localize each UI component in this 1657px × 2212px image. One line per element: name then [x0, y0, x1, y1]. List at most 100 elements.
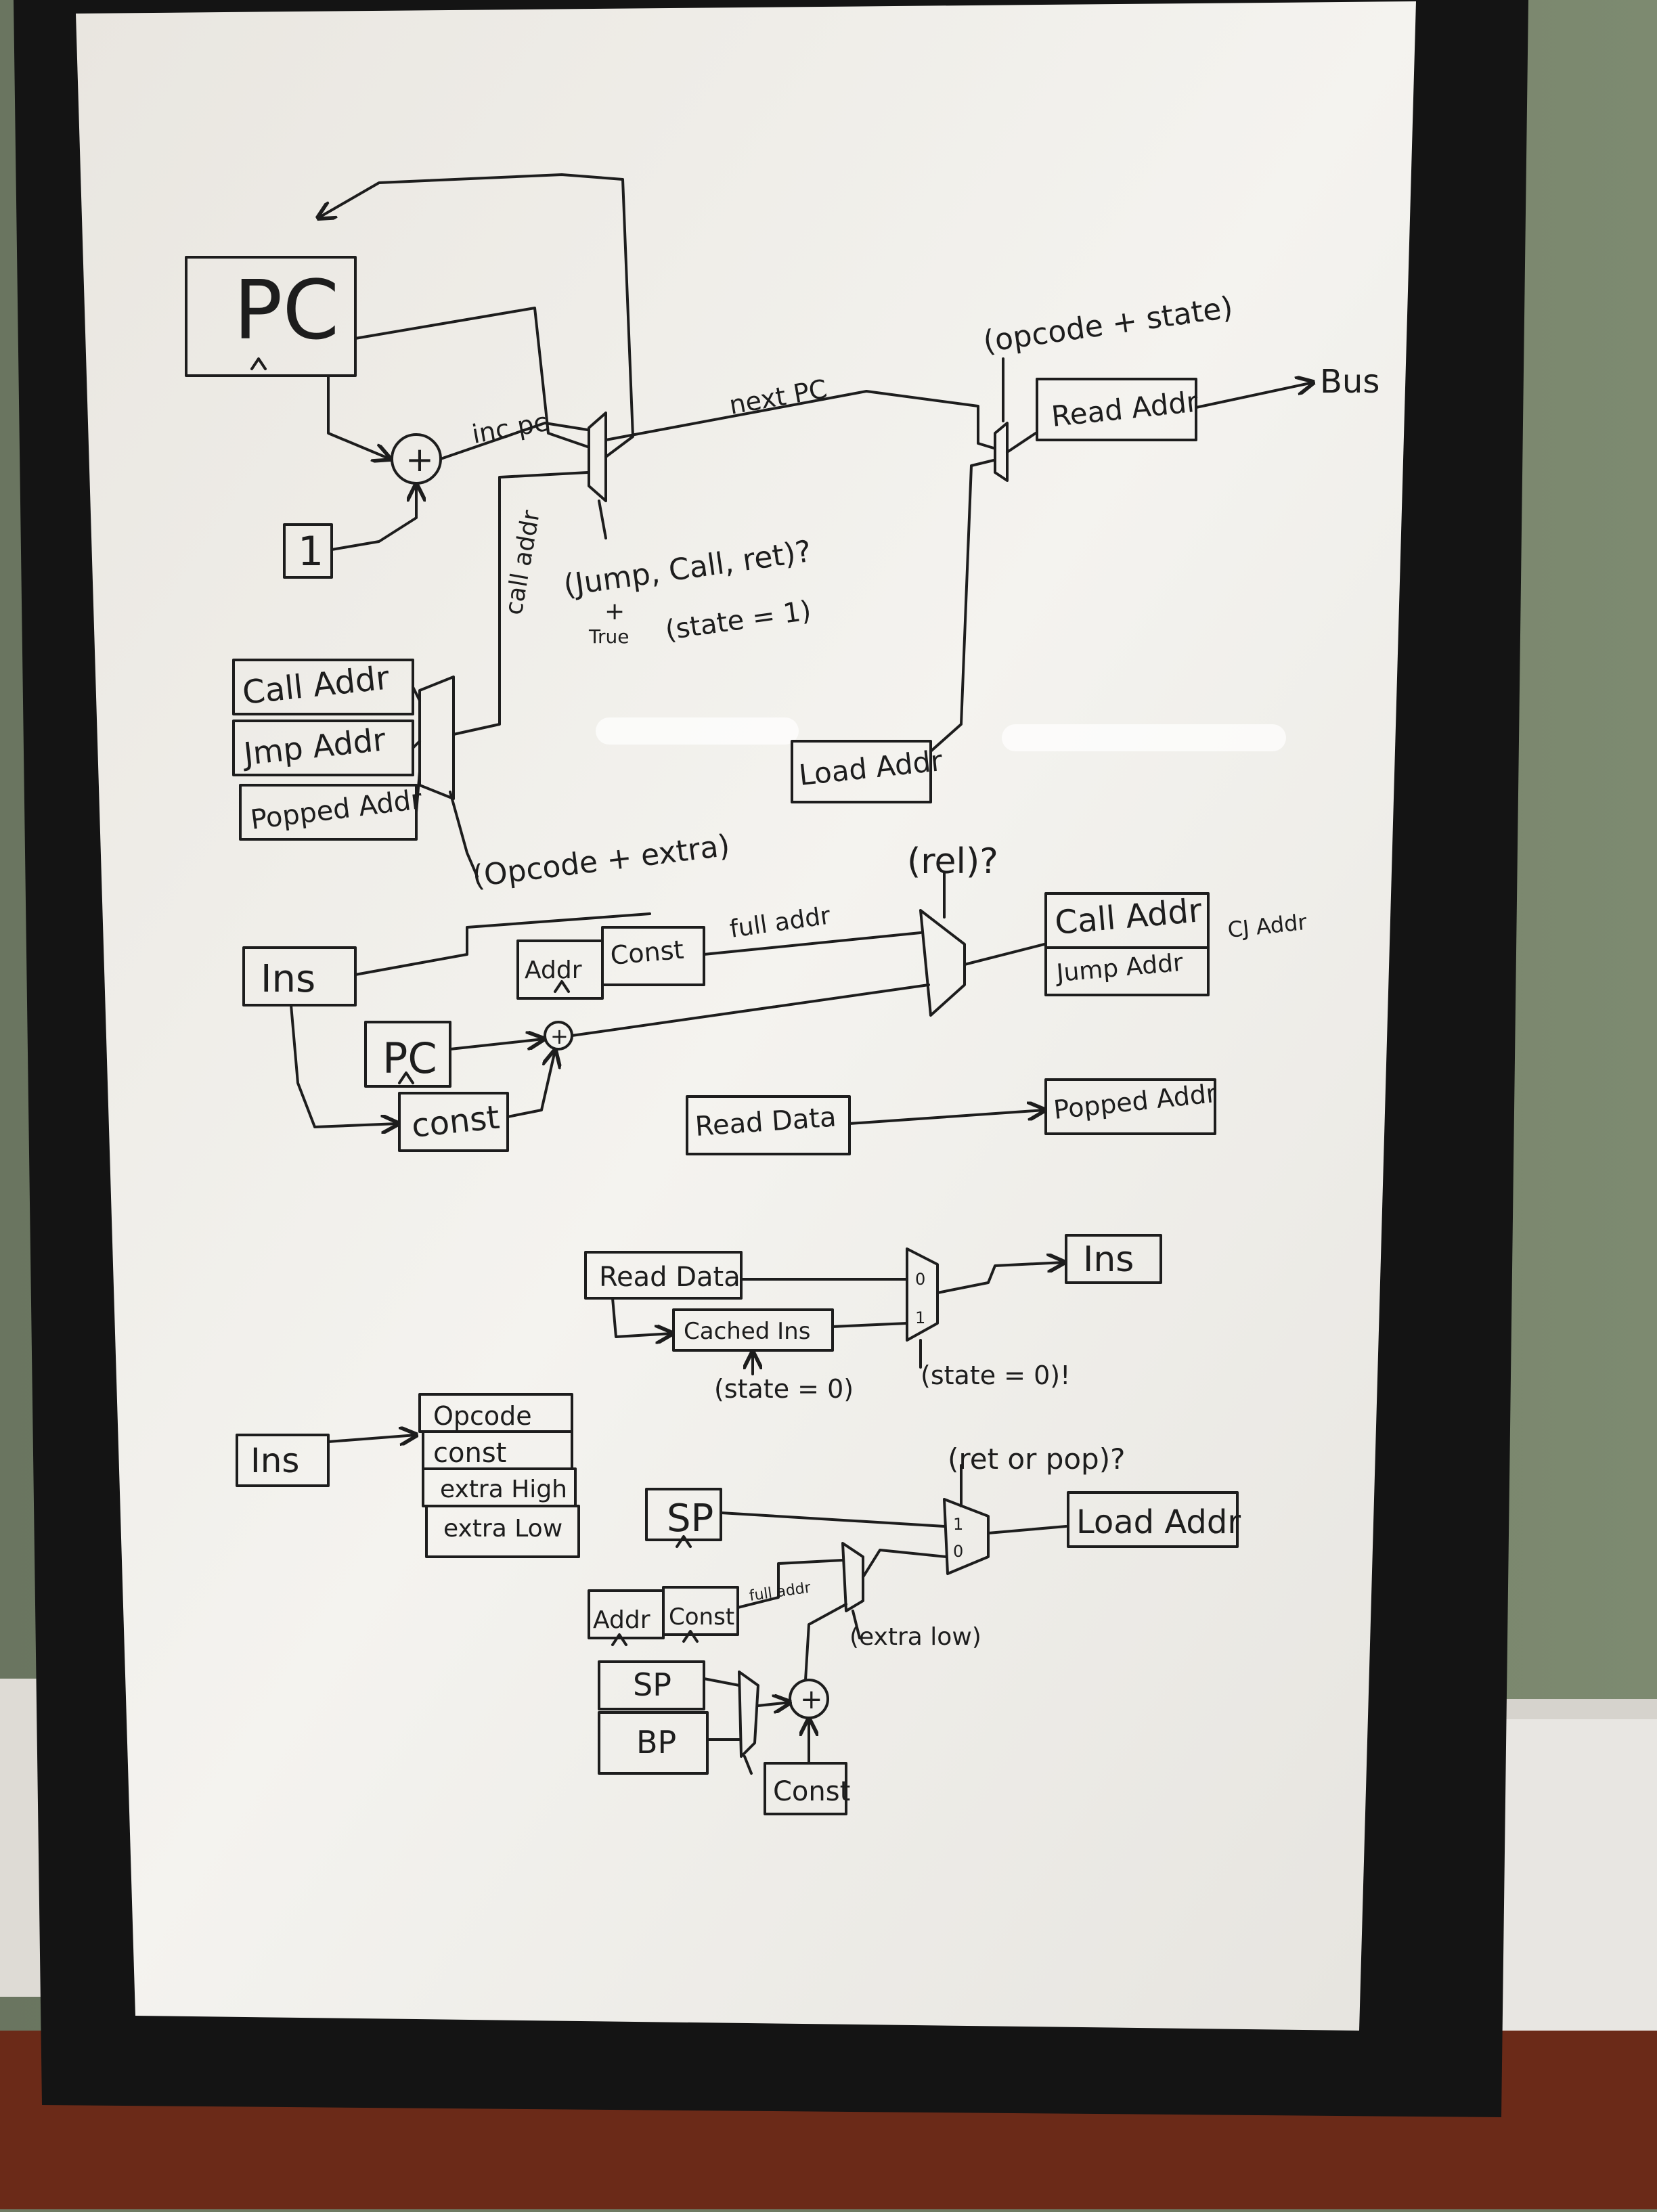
wire-extralow-select [852, 1610, 861, 1639]
mux5-0: 0 [953, 1542, 963, 1561]
wire-adder-to-mux [571, 983, 930, 1037]
bp-label: BP [636, 1724, 676, 1761]
ins-select-mux [906, 1247, 939, 1342]
const-field-box-5 [662, 1586, 739, 1636]
wire-adder-to-mux5 [804, 1603, 847, 1681]
wire-fulladdr-5 [736, 1559, 844, 1609]
state0q-label: (state = 0)! [921, 1361, 1070, 1390]
wire-const-to-adder2 [506, 1050, 555, 1118]
mux3-0: 0 [915, 1270, 925, 1289]
const5-label: Const [669, 1603, 734, 1631]
clock-marks-2 [398, 980, 570, 1084]
wire-readdata-to-popped [848, 1110, 1044, 1125]
addr-mux [994, 422, 1009, 482]
extra-low-label: (extra low) [849, 1623, 981, 1651]
wire-calladdr [452, 471, 589, 736]
ret-pop-label: (ret or pop)? [948, 1442, 1125, 1476]
addr5-label: Addr [593, 1606, 650, 1634]
const-label: Const [609, 935, 685, 971]
state0-label: (state = 0) [714, 1374, 854, 1404]
clock-marks-5 [611, 1535, 699, 1646]
ins-label: Ins [261, 957, 315, 1001]
wire-ins-to-fields [354, 912, 651, 976]
const-register-5 [764, 1762, 847, 1815]
wire-nextpc [604, 390, 995, 449]
const-field-box [601, 926, 705, 986]
jump-addr-dest [1044, 946, 1210, 996]
sp-register-5 [598, 1660, 705, 1710]
wire-fulladdr [703, 931, 922, 956]
cond-true: True [588, 625, 629, 648]
load-addr-register [1067, 1491, 1239, 1548]
cached-ins-label: Cached Ins [684, 1318, 810, 1345]
field-extra-low-label: extra Low [443, 1515, 562, 1543]
pc2-label: PC [382, 1034, 437, 1083]
plus-5: + [800, 1684, 823, 1715]
wire-pc-feedback [354, 307, 589, 448]
wire-readdata-to-cached [611, 1297, 672, 1337]
wire-pc-to-adder2 [449, 1039, 544, 1050]
mux5-1: 1 [953, 1515, 963, 1534]
wire-mux-select [598, 500, 607, 539]
one-label: 1 [298, 528, 324, 575]
wire-mux-to-readaddr [1006, 432, 1037, 454]
rel-label: (rel)? [907, 841, 998, 882]
pc-mux [588, 412, 607, 502]
bus-label: Bus [1320, 363, 1379, 401]
addr-label: Addr [525, 956, 582, 984]
baseboard-left [0, 1679, 41, 1997]
read-data3-label: Read Data [599, 1262, 741, 1293]
wire-mux-to-loadaddr [987, 1525, 1067, 1534]
wire-ins-to-fields-4 [327, 1435, 416, 1442]
load-addr-register-top [791, 740, 932, 803]
field-extra-high-label: extra High [440, 1476, 567, 1503]
ins4-label: Ins [250, 1441, 300, 1480]
sp-label: SP [667, 1497, 713, 1541]
pc-label: PC [234, 264, 339, 358]
glare-2 [1002, 724, 1286, 751]
glare-1 [596, 717, 799, 745]
wire-spbp-select [743, 1755, 753, 1775]
read-data-register-3 [584, 1251, 743, 1300]
read-data-register [686, 1095, 851, 1155]
wire-spbp-inputs [703, 1677, 741, 1741]
field-opcode-label: Opcode [433, 1401, 532, 1431]
const5-2-label: Const [773, 1776, 850, 1807]
wire-mux5-to-loadmux [862, 1549, 948, 1578]
rel-mux [919, 909, 966, 1017]
wire-opcode-extra-select [449, 791, 479, 878]
cond-plus: + [604, 598, 625, 625]
spbp-mux [738, 1671, 759, 1758]
mux3-1: 1 [915, 1308, 925, 1327]
wire-sp-to-mux [720, 1511, 946, 1528]
wire-addr-inputs [412, 686, 421, 814]
bp-register [598, 1711, 709, 1775]
wire-pc-to-adder [327, 374, 390, 459]
plus-1: + [405, 440, 434, 479]
marker-drawing [185, 173, 1313, 1815]
read-addr-register [1036, 378, 1197, 441]
wire-loadaddr-to-mux [929, 459, 995, 753]
load-select-mux [943, 1498, 990, 1575]
wire-to-bus [1195, 382, 1313, 409]
ins3-label: Ins [1083, 1239, 1134, 1280]
whiteboard-surface [76, 1, 1416, 2031]
wire-one-to-adder [330, 485, 416, 551]
pc-register [185, 256, 357, 377]
const-one-box [283, 523, 333, 579]
wire-mux-to-dest [963, 943, 1046, 966]
pc-clock-mark [250, 357, 267, 370]
field-extra-low [425, 1505, 580, 1558]
wire-cached-to-mux [831, 1322, 908, 1328]
const2-label: const [410, 1099, 501, 1145]
ins-register [242, 946, 357, 1007]
wire-ins-to-const [290, 1004, 398, 1127]
plus-2: + [550, 1023, 569, 1049]
sp-register [645, 1488, 722, 1541]
sp2-label: SP [633, 1666, 671, 1703]
field-const-label: const [433, 1438, 506, 1469]
load-addr-label: Load Addr [1076, 1503, 1241, 1541]
addr-calc-mux [841, 1542, 864, 1612]
